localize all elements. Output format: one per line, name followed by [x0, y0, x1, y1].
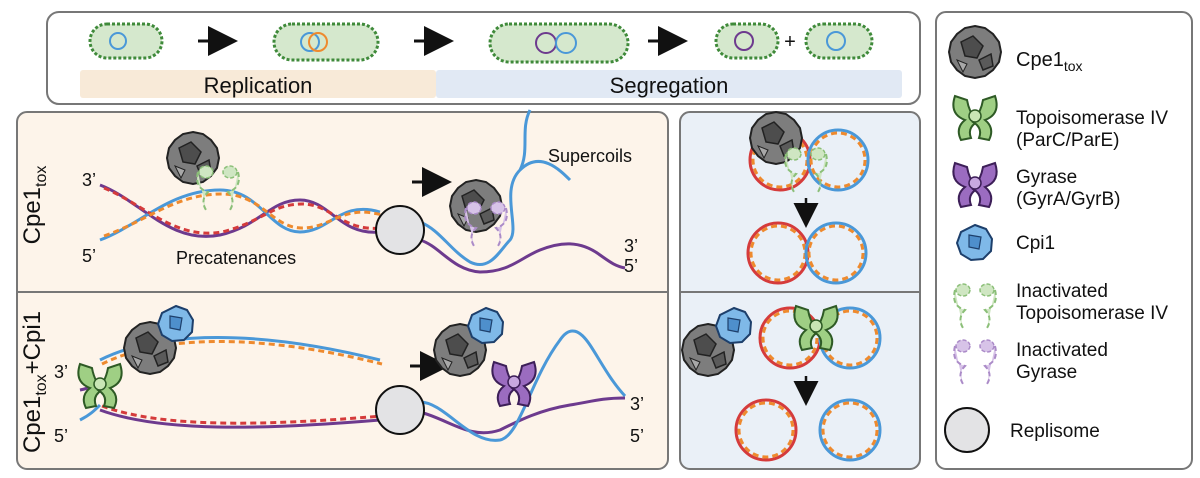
legend-item-inactivated-gyrase: Inactivated Gyrase	[1016, 340, 1113, 383]
legend: Cpe1tox Topoisomerase IV (ParC/ParE) Gyr…	[935, 11, 1193, 470]
end-3-label: 3’	[624, 236, 638, 256]
row1-label: Cpe1tox	[19, 166, 50, 245]
end-5-label: 5’	[82, 246, 96, 266]
top-panel: Replication Segregation +	[46, 11, 921, 105]
precatenanes-label: Precatenances	[176, 248, 296, 268]
replication-panel: Cpe1tox Cpe1tox+Cpi1 3’ 5’ Precatenances…	[16, 109, 669, 470]
row2-label: Cpe1tox+Cpi1	[19, 311, 50, 453]
legend-item-replisome: Replisome	[1010, 421, 1100, 442]
cpe1-toxin-icon	[948, 25, 1002, 79]
bacterial-cell	[804, 22, 874, 60]
segregation-band	[436, 70, 902, 98]
bacterial-cell	[488, 22, 630, 64]
dna-precatenanes	[99, 183, 383, 242]
end-5-label: 5’	[630, 426, 644, 446]
stage-segregation-label: Segregation	[610, 73, 729, 98]
plus-sign: +	[784, 31, 796, 53]
stage-replication-label: Replication	[204, 73, 313, 98]
cpe1-toxin	[166, 131, 220, 185]
dna-relaxed	[419, 329, 627, 442]
segregation-panel	[679, 111, 921, 470]
replication-band	[80, 70, 436, 98]
dna-supercoils	[419, 109, 626, 274]
replisome	[375, 205, 425, 255]
bacterial-cell	[88, 22, 164, 60]
legend-item-cpi1: Cpi1	[1016, 233, 1055, 254]
legend-item-cpe1: Cpe1tox	[1016, 49, 1083, 74]
end-3-label: 3’	[54, 362, 68, 382]
end-5-label: 5’	[54, 426, 68, 446]
bacterial-cell	[714, 22, 780, 60]
separated-chromosomes	[734, 398, 882, 462]
legend-item-gyrase: Gyrase (GyrA/GyrB)	[1016, 167, 1121, 210]
supercoils-label: Supercoils	[548, 146, 632, 166]
end-5-label: 5’	[624, 256, 638, 276]
legend-item-inactivated-topoisomerase: Inactivated Topoisomerase IV	[1016, 281, 1168, 324]
end-3-label: 3’	[630, 394, 644, 414]
replisome-icon	[944, 407, 990, 453]
end-3-label: 3’	[82, 170, 96, 190]
bacterial-cell	[272, 22, 380, 62]
replisome	[375, 385, 425, 435]
legend-item-topoisomerase-iv: Topoisomerase IV (ParC/ParE)	[1016, 108, 1173, 151]
catenated-chromosomes-result	[746, 221, 868, 285]
